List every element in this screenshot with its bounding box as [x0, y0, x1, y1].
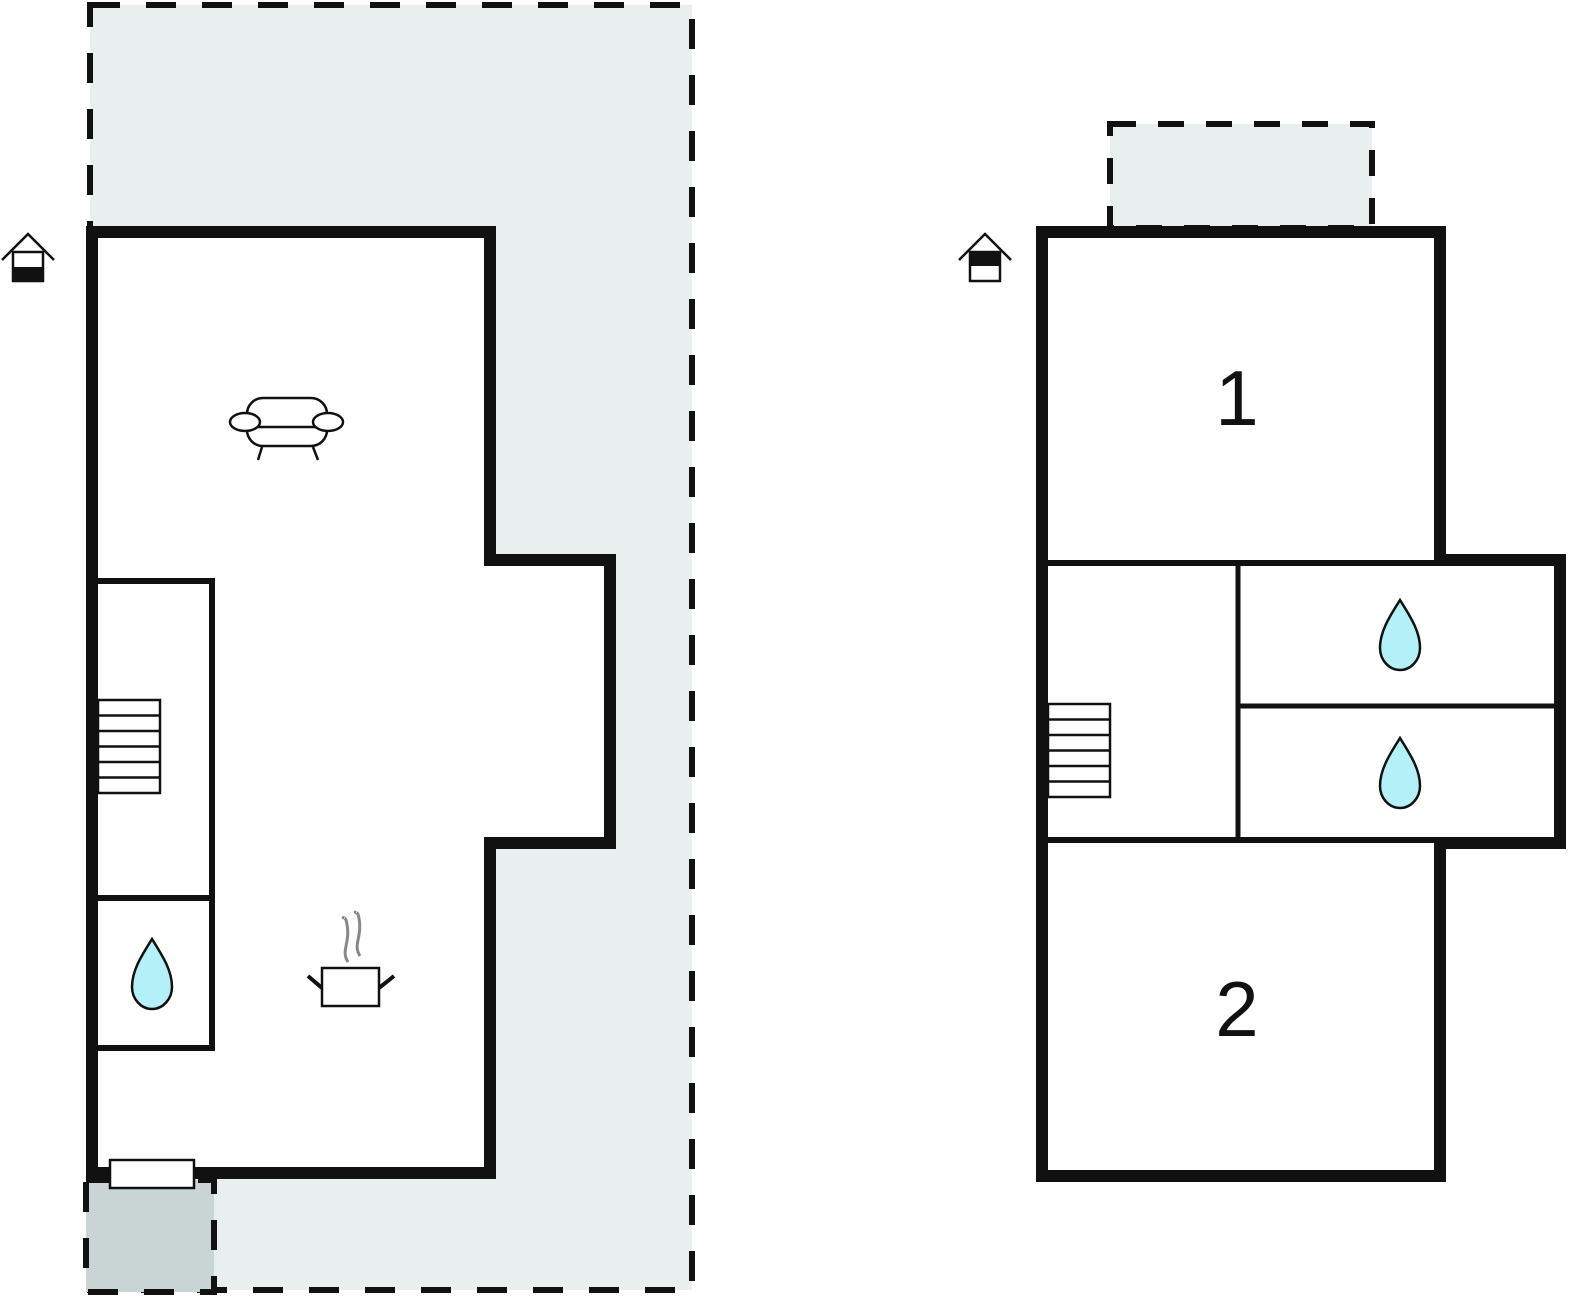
- house-ground-floor-icon: [1, 232, 55, 283]
- door-icon: [108, 1158, 196, 1190]
- sofa-icon: [228, 396, 345, 461]
- stairs-icon: [1046, 702, 1112, 799]
- ground-floor-plan: [1, 2, 695, 1295]
- building-outline: [86, 226, 616, 1179]
- balcony-area: [1107, 121, 1375, 231]
- room-1-label: 1: [1215, 354, 1258, 442]
- house-upper-floor-icon: [958, 232, 1012, 283]
- room-2-label: 2: [1215, 965, 1258, 1053]
- cooking-pot-icon: [306, 910, 396, 1008]
- entrance-area: [83, 1177, 217, 1295]
- stairs-icon: [96, 698, 162, 795]
- upper-floor-plan: 1 2: [958, 121, 1566, 1182]
